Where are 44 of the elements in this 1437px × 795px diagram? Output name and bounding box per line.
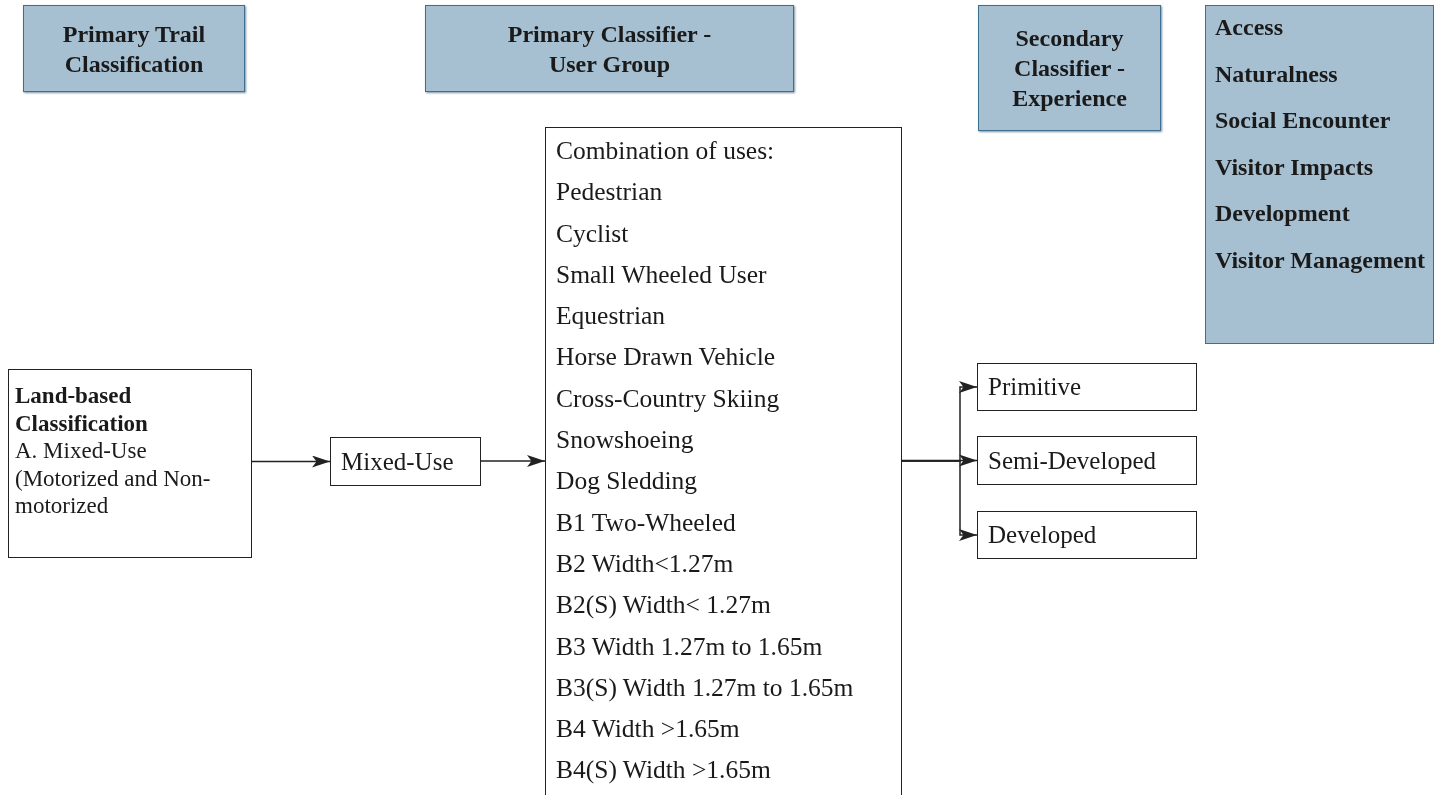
category-box xyxy=(977,363,1197,411)
list-item: Equestrian xyxy=(556,300,667,333)
category-box xyxy=(977,511,1197,559)
list-item: Visitor Management xyxy=(1215,246,1425,275)
header-box xyxy=(23,5,245,92)
header-box xyxy=(978,5,1161,131)
list-item: Development xyxy=(1215,200,1351,228)
list-item: B2(S) Width< 1.27m xyxy=(556,589,772,622)
box-label: A. Mixed-Use (Motorized and Non-motorized xyxy=(15,437,212,520)
arrow xyxy=(251,455,331,468)
list-item: B3 Width 1.27m to 1.65m xyxy=(556,630,824,663)
arrow xyxy=(901,460,978,541)
list-item: B4 Width >1.65m xyxy=(556,713,741,746)
list-item: B1 Two-Wheeled xyxy=(556,506,737,539)
list-item: Small Wheeled User xyxy=(556,258,768,291)
list-item: Pedestrian xyxy=(556,176,664,209)
list-item: Cross-Country Skiing xyxy=(556,382,781,415)
box-label: Developed xyxy=(988,521,1097,549)
category-box xyxy=(977,436,1197,485)
list-item: B2 Width<1.27m xyxy=(556,547,735,580)
box-label: Primary Trail Classification xyxy=(61,19,207,79)
header-box xyxy=(425,5,794,92)
user-list-box xyxy=(545,127,902,795)
arrow xyxy=(480,455,546,467)
list-item: Snowshoeing xyxy=(556,424,695,457)
list-item: Horse Drawn Vehicle xyxy=(556,341,777,374)
box-title: Land-based Classification xyxy=(15,382,149,438)
box-label: Mixed-Use xyxy=(341,447,454,476)
box-label: Semi-Developed xyxy=(988,446,1156,475)
list-item: Dog Sledding xyxy=(556,465,698,498)
list-item: B3(S) Width 1.27m to 1.65m xyxy=(556,671,855,704)
category-box xyxy=(330,437,481,486)
list-item: Cyclist xyxy=(556,217,630,250)
box-label: Primary Classifier - User Group xyxy=(506,19,713,79)
classification-box xyxy=(8,369,252,558)
list-item: Visitor Impacts xyxy=(1215,153,1374,182)
box-label: Secondary Classifier - Experience xyxy=(1011,24,1128,113)
list-item: B4(S) Width >1.65m xyxy=(556,754,772,787)
criteria-box xyxy=(1205,5,1434,344)
box-label: Primitive xyxy=(988,373,1082,401)
list-item: Naturalness xyxy=(1215,60,1339,89)
list-item: Access xyxy=(1215,14,1284,42)
list-item: Combination of uses: xyxy=(556,135,776,167)
list-item: Social Encounter xyxy=(1215,107,1392,135)
